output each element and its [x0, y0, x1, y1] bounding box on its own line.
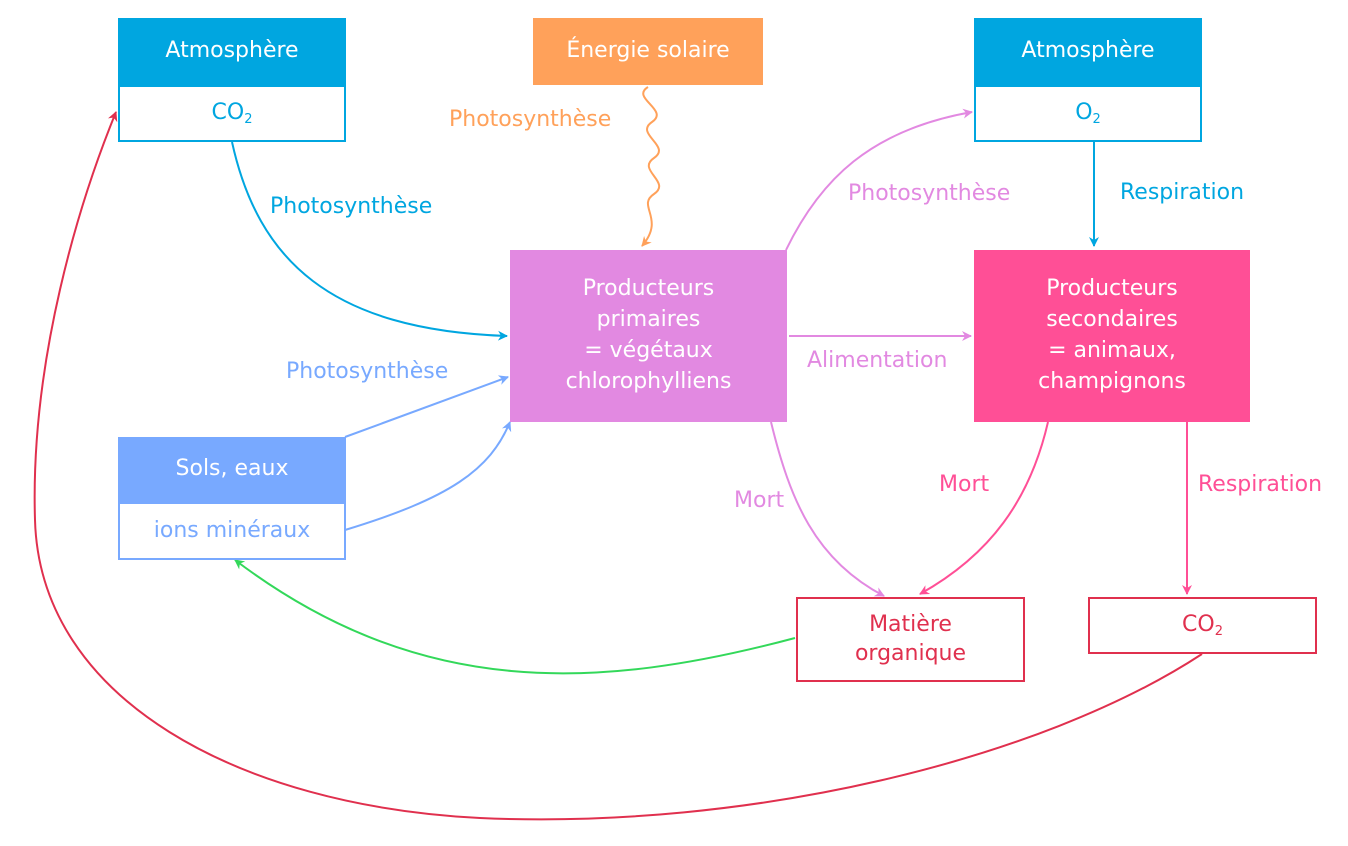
secondary-line-2: secondaires: [1046, 307, 1178, 333]
primary-line-3: = végétaux: [584, 338, 713, 363]
label-respiration-top: Respiration: [1120, 180, 1245, 205]
o2-formula: O2: [1075, 99, 1101, 127]
label-alimentation: Alimentation: [807, 348, 948, 373]
secondary-line-1: Producteurs: [1046, 276, 1178, 302]
mineral-ions-box: ions minéraux: [118, 502, 346, 560]
primary-producers-box: Producteurs primaires = végétaux chlorop…: [510, 250, 787, 422]
organic-line-2: organique: [854, 640, 967, 666]
soil-water-title: Sols, eaux: [175, 456, 289, 482]
arrow-co2-back-to-atmosphere: [33, 111, 1203, 821]
atmosphere-left-title: Atmosphère: [165, 38, 299, 64]
organic-matter-box: Matière organique: [796, 597, 1025, 682]
co2-right-box: CO2: [1088, 597, 1317, 654]
atmosphere-left-co2-box: CO2: [118, 85, 346, 142]
label-death-secondary: Mort: [939, 472, 990, 497]
primary-line-1: Producteurs: [582, 276, 715, 302]
secondary-producers-box: Producteurs secondaires = animaux, champ…: [974, 250, 1250, 422]
label-sun-photosynthesis: Photosynthèse: [449, 107, 612, 132]
label-respiration-bottom: Respiration: [1198, 472, 1323, 497]
arrow-soil-to-primary-straight: [344, 375, 509, 438]
label-death-primary: Mort: [734, 488, 785, 513]
arrow-primary-death-to-organic: [770, 421, 885, 597]
atmosphere-right-title: Atmosphère: [1021, 38, 1155, 64]
label-soil-photosynthesis: Photosynthèse: [286, 359, 449, 384]
label-co2-photosynthesis: Photosynthèse: [270, 194, 433, 219]
label-o2-photosynthesis: Photosynthèse: [848, 181, 1011, 206]
arrow-primary-to-o2: [785, 108, 973, 251]
solar-energy-title: Énergie solaire: [566, 38, 730, 64]
atmosphere-left-header: Atmosphère: [118, 18, 346, 85]
atmosphere-right-o2-box: O2: [974, 85, 1202, 142]
solar-energy-box: Énergie solaire: [533, 18, 763, 85]
co2-left-formula: CO2: [211, 99, 253, 127]
soil-water-header: Sols, eaux: [118, 437, 346, 502]
organic-line-1: Matière: [869, 611, 952, 637]
co2-right-formula: CO2: [1182, 611, 1223, 639]
mineral-ions-text: ions minéraux: [153, 517, 311, 543]
arrow-secondary-death-to-organic: [919, 421, 1049, 595]
arrow-sun-to-primary: [641, 86, 661, 247]
primary-line-4: chlorophylliens: [565, 368, 732, 394]
arrow-organic-to-soil: [234, 559, 796, 675]
primary-line-2: primaires: [596, 307, 701, 333]
secondary-line-4: champignons: [1038, 368, 1186, 394]
secondary-line-3: = animaux,: [1048, 338, 1176, 363]
arrow-soil-to-primary-curve: [344, 421, 512, 531]
atmosphere-right-header: Atmosphère: [974, 18, 1202, 85]
arrow-co2-to-primary: [231, 141, 508, 341]
